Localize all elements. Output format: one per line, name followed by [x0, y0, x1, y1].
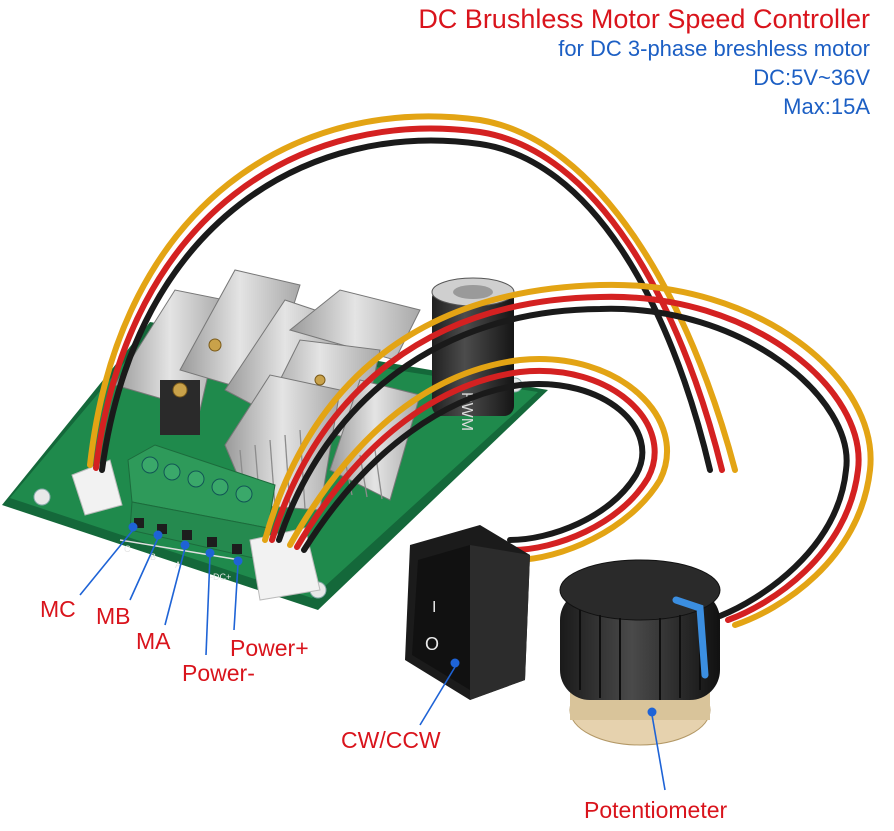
screw-terminal: [127, 444, 276, 561]
silk-dc: -DC+: [210, 572, 231, 582]
silkscreen-labels: C B A -DC+: [124, 544, 231, 582]
product-header: DC Brushless Motor Speed Controller for …: [418, 4, 870, 121]
label-mc: MC: [40, 596, 76, 622]
current-spec: Max:15A: [783, 94, 870, 119]
heatsinks: [114, 269, 421, 511]
rocker-switch: I O: [405, 525, 530, 700]
silk-b: B: [150, 552, 156, 562]
product-subtitle: for DC 3-phase breshless motor: [558, 36, 870, 61]
voltage-spec: DC:5V~36V: [753, 65, 870, 90]
switch-on-mark: I: [432, 599, 436, 616]
silk-c: C: [124, 544, 131, 554]
label-ma: MA: [136, 628, 171, 654]
silk-a: A: [175, 560, 181, 570]
product-title: DC Brushless Motor Speed Controller: [418, 4, 870, 34]
label-power-minus: Power-: [182, 660, 255, 686]
label-cw-ccw: CW/CCW: [341, 727, 441, 753]
callout-lines: [79, 529, 666, 791]
switch-off-mark: O: [425, 634, 439, 654]
wire-connectors: [71, 459, 321, 601]
label-mb: MB: [96, 603, 131, 629]
label-potentiometer: Potentiometer: [584, 797, 728, 823]
capacitor: PWM: [431, 277, 515, 431]
terminal-markers: [128, 522, 243, 566]
wire-harness: [87, 113, 874, 628]
potentiometer: [559, 559, 721, 746]
label-power-plus: Power+: [230, 635, 309, 661]
